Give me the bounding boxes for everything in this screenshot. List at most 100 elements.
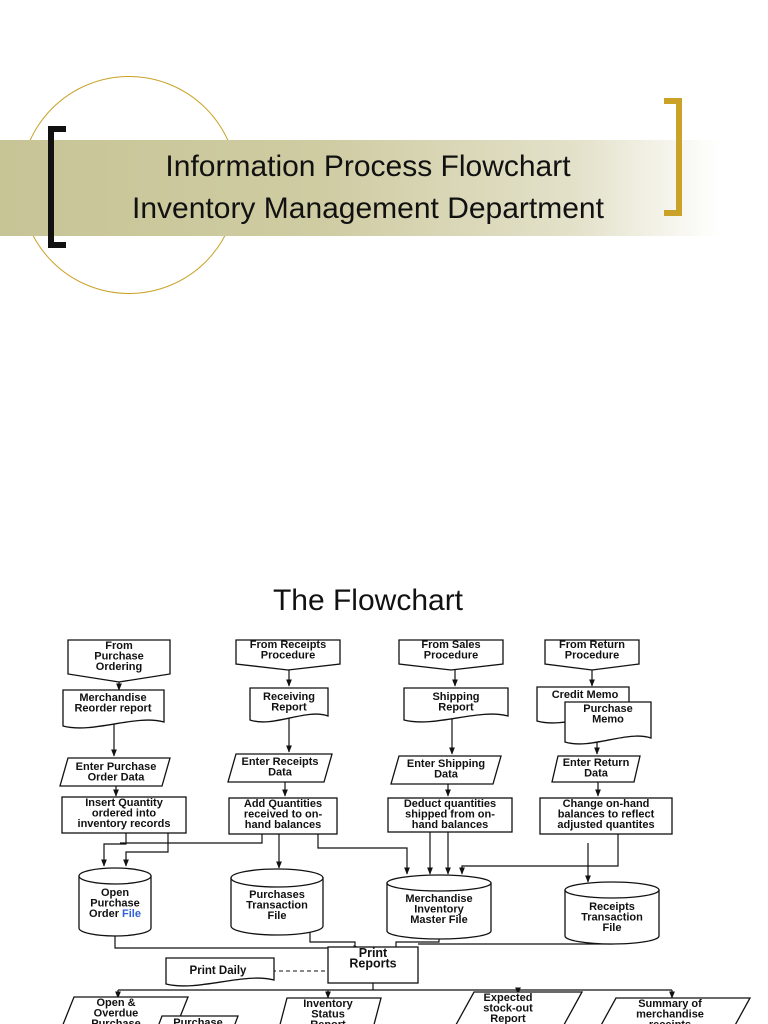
doc-print-daily-shape (165, 957, 275, 987)
input-enter-purchase-order-line-1: Enter Purchase (76, 761, 157, 773)
source-purchase-ordering-line-1: From (105, 640, 133, 652)
connector-open-po-to-print (114, 930, 361, 951)
doc-receiving-report-line-1: Receiving (263, 691, 315, 703)
connector-change-to-master (459, 834, 619, 875)
connector-add-to-master (317, 834, 410, 875)
title-line-2: Inventory Management Department (132, 192, 604, 225)
process-print-reports-line-2: Reports (349, 957, 396, 971)
input-enter-return-line-2: Data (584, 768, 609, 780)
report-expected-stockout-line-3: Report (490, 1013, 526, 1024)
process-deduct-quantities-line-1: Deduct quantities (404, 798, 496, 810)
doc-merchandise-reorder-report-line-2: Reorder report (74, 703, 151, 715)
source-return-procedure-line-1: From Return (559, 639, 625, 651)
source-receipts-procedure-line-1: From Receipts (250, 639, 326, 651)
file-receipts-transaction-line-1: Receipts (589, 901, 635, 913)
input-enter-shipping-shape (390, 755, 502, 785)
connector-purchases-to-print (309, 924, 356, 948)
source-sales-procedure-shape (398, 639, 504, 671)
doc-merchandise-reorder-report-line-1: Merchandise (79, 692, 146, 704)
file-receipts-transaction-body (564, 889, 660, 945)
report-summary-receipts-line-2: merchandise (636, 1009, 704, 1021)
file-purchases-transaction-top (230, 868, 324, 888)
process-change-onhand-line-2: balances to reflect (558, 809, 655, 821)
file-merchandise-inventory-master-top (386, 874, 492, 892)
input-enter-purchase-order-shape (59, 757, 171, 787)
source-purchase-ordering-line-2: Purchase (94, 651, 144, 663)
source-sales-procedure-line-2: Procedure (424, 650, 478, 662)
process-add-quantities-line-3: hand balances (245, 819, 321, 831)
doc-credit-memo-line-1: Credit Memo (552, 689, 619, 701)
file-open-purchase-order-prefix: Order (89, 908, 122, 920)
process-insert-quantity-line-2: ordered into (92, 808, 156, 820)
right-bracket-decoration (664, 98, 682, 216)
process-deduct-quantities-line-3: hand balances (412, 819, 488, 831)
report-expected-stockout-line-2: stock-out (483, 1003, 533, 1015)
source-return-procedure-shape (544, 639, 640, 671)
report-open-overdue-purchase-line-3: Purchase (91, 1018, 141, 1024)
file-receipts-transaction-line-3: File (603, 922, 622, 934)
report-inventory-status-line-3: Report (310, 1019, 346, 1024)
section-title: The Flowchart (272, 584, 464, 617)
input-enter-shipping-line-2: Data (434, 769, 459, 781)
report-expected-stockout-line-1: Expected (484, 992, 533, 1004)
title-line-1: Information Process Flowchart (165, 150, 571, 183)
doc-merchandise-reorder-report-shape (62, 689, 165, 729)
file-open-purchase-order-body (78, 875, 152, 937)
report-purchase-partial-line-1: Purchase (173, 1017, 223, 1024)
file-merchandise-inventory-master-line-2: Inventory (414, 904, 464, 916)
report-open-overdue-purchase-line-1: Open & (96, 997, 135, 1009)
file-receipts-transaction-line-2: Transaction (581, 912, 643, 924)
process-change-onhand-shape (539, 797, 673, 835)
doc-shipping-report-line-2: Report (438, 702, 474, 714)
source-purchase-ordering-shape (67, 639, 171, 683)
process-deduct-quantities-shape (387, 797, 513, 833)
report-expected-stockout-shape (455, 991, 584, 1024)
file-merchandise-inventory-master-line-1: Merchandise (405, 893, 472, 905)
input-enter-return-line-1: Enter Return (563, 757, 630, 769)
doc-receiving-report-line-2: Report (271, 702, 307, 714)
process-change-onhand-line-1: Change on-hand (563, 798, 650, 810)
slide-title: Information Process Flowchart Inventory … (80, 146, 656, 230)
report-inventory-status: InventoryStatusReport (279, 997, 382, 1024)
title-band (0, 140, 720, 236)
input-enter-return-shape (551, 755, 641, 783)
doc-receiving-report-shape (249, 687, 329, 723)
process-deduct-quantities-line-2: shipped from on- (405, 809, 495, 821)
process-print-reports-shape (327, 946, 419, 984)
doc-purchase-memo-shape (564, 701, 652, 745)
process-insert-quantity-shape (61, 796, 187, 834)
file-purchases-transaction-line-3: File (268, 910, 287, 922)
file-purchases-transaction-line-1: Purchases (249, 889, 305, 901)
file-purchases-transaction-body (230, 877, 324, 936)
process-add-quantities-line-1: Add Quantities (244, 798, 322, 810)
report-inventory-status-line-2: Status (311, 1009, 345, 1021)
input-enter-purchase-order-line-2: Order Data (88, 772, 146, 784)
file-open-purchase-order-line-3: Order File (89, 908, 141, 920)
file-merchandise-inventory-master-line-3: Master File (410, 914, 467, 926)
doc-purchase-memo-line-2: Memo (592, 714, 624, 726)
file-receipts-transaction-top (564, 881, 660, 899)
report-inventory-status-line-1: Inventory (303, 998, 353, 1010)
doc-shipping-report-line-1: Shipping (432, 691, 479, 703)
left-bracket-decoration (48, 126, 66, 248)
file-open-purchase-order-line-1: Open (101, 887, 129, 899)
report-summary-receipts-shape (600, 997, 752, 1024)
